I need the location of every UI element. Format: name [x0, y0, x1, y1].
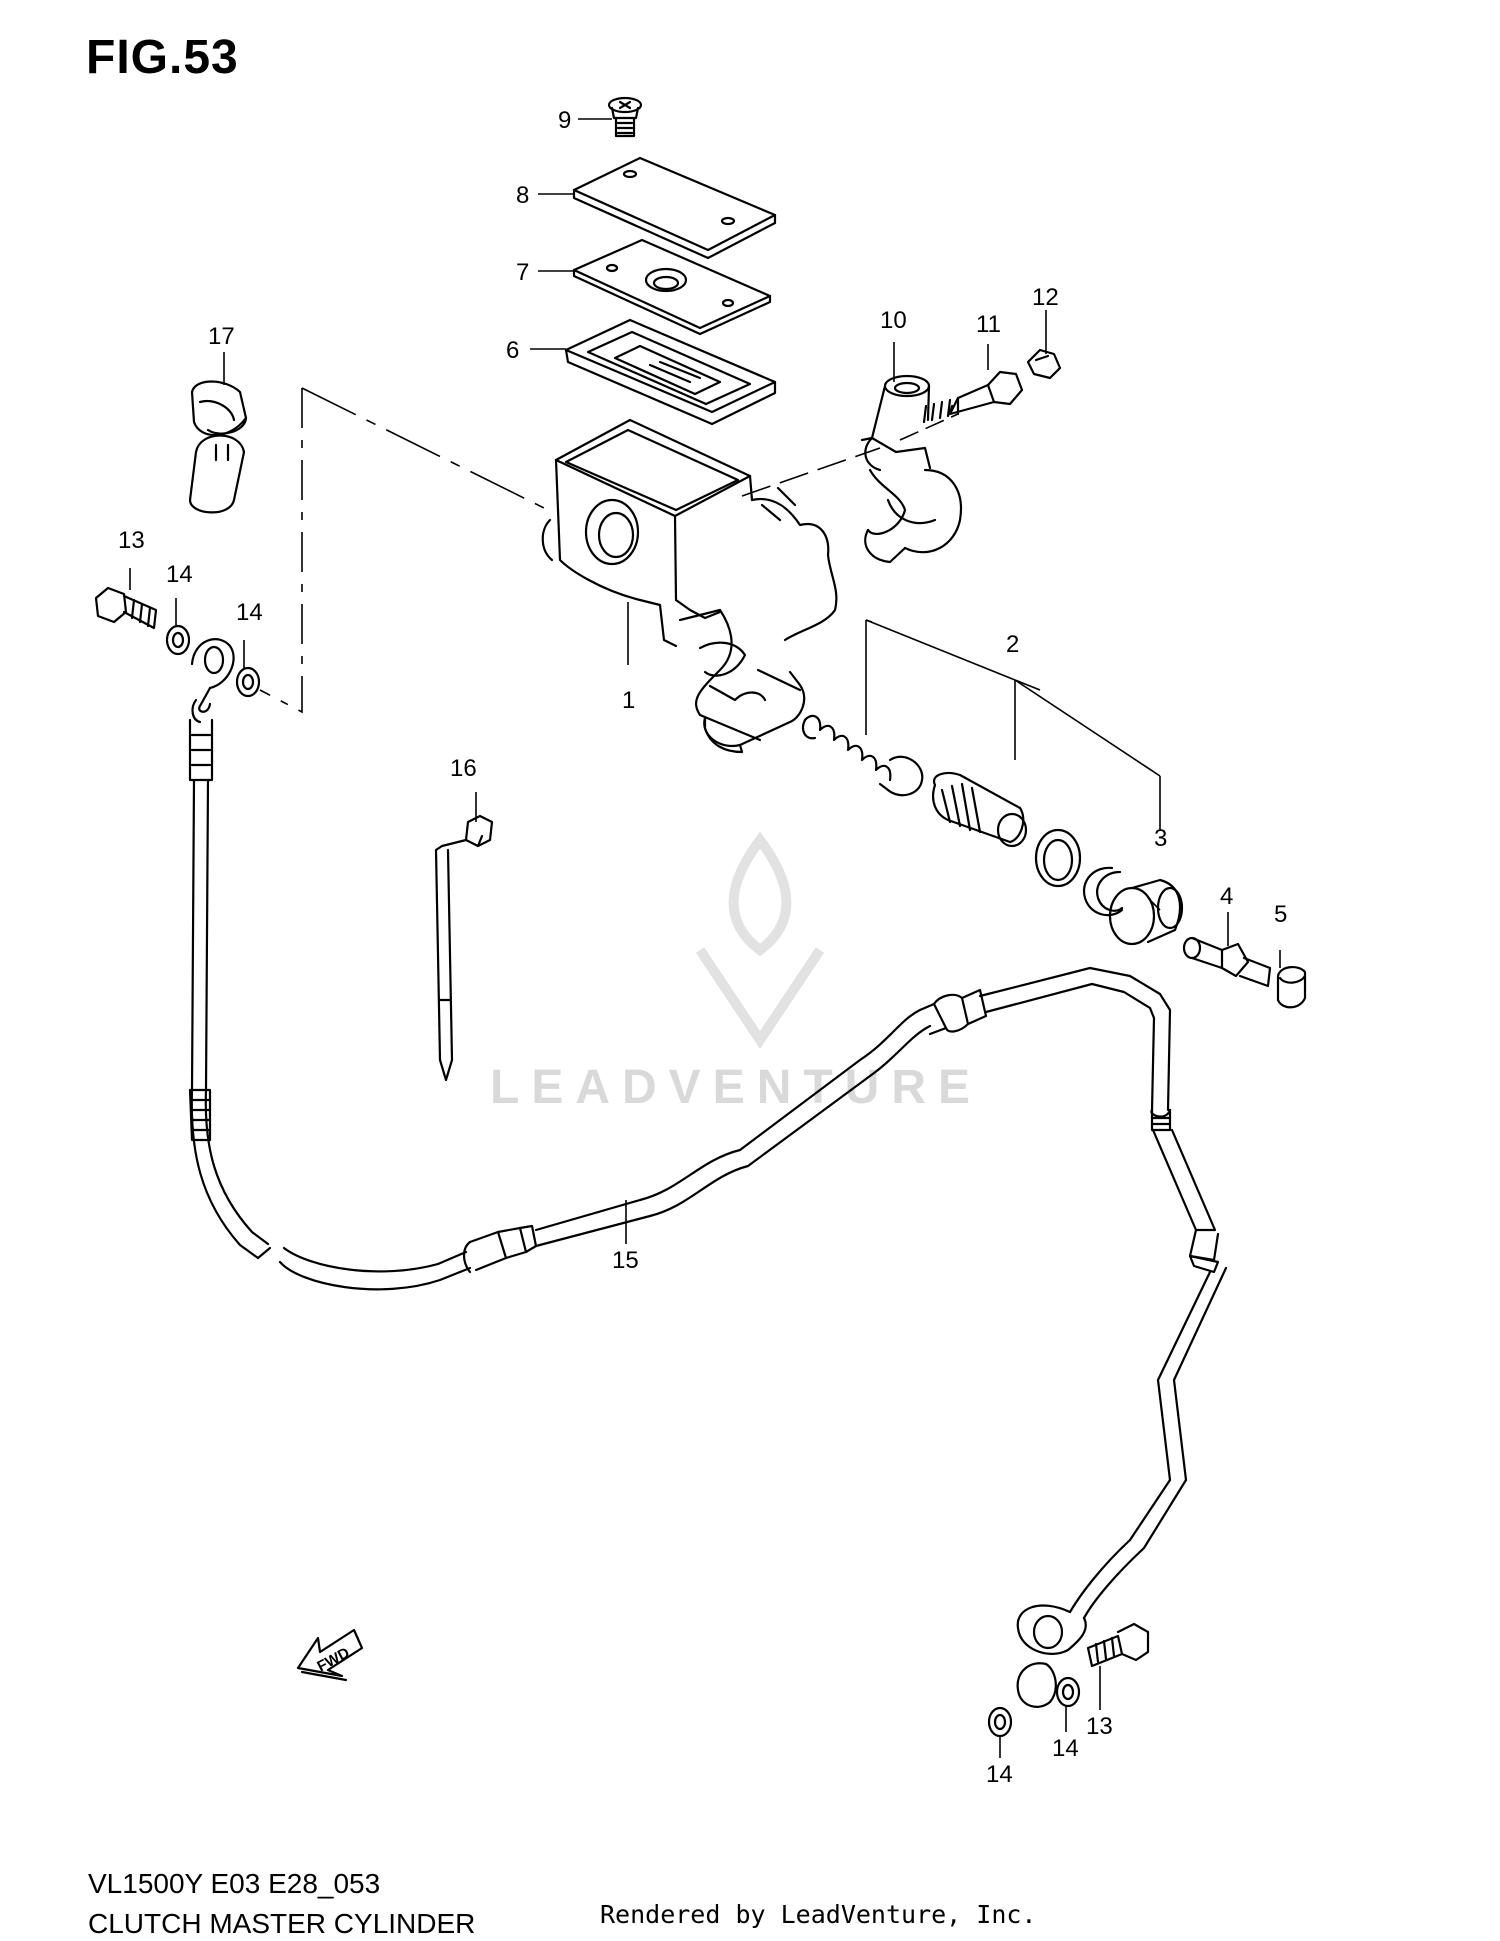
part-clutch-hose [278, 966, 1228, 1655]
callout-5: 5 [1274, 901, 1287, 928]
rendered-by: Rendered by LeadVenture, Inc. [600, 1900, 1037, 1929]
part-clamp-holder [860, 374, 963, 564]
callouts: 9 8 7 6 1 10 11 12 17 13 14 14 2 3 4 5 1… [118, 107, 1287, 1788]
figure-name: CLUTCH MASTER CYLINDER [88, 1908, 476, 1939]
callout-3: 3 [1154, 825, 1167, 852]
callout-14-left-1: 14 [166, 561, 193, 588]
part-push-rod [1182, 936, 1272, 988]
part-washer-left-1 [165, 624, 191, 656]
callout-13-right: 13 [1086, 1713, 1113, 1740]
part-hose-clamp [434, 814, 494, 1082]
callout-16: 16 [450, 755, 477, 782]
callout-12: 12 [1032, 284, 1059, 311]
part-banjo-bolt-right [1086, 1622, 1150, 1668]
part-spring [801, 714, 892, 782]
figure-title: FIG.53 [86, 31, 239, 84]
part-hose-left [188, 778, 272, 1260]
model-code: VL1500Y E03 E28_053 [88, 1868, 381, 1899]
watermark-text: LEADVENTURE [490, 1061, 983, 1114]
part-clamp-bolt [922, 370, 1024, 424]
callout-15: 15 [612, 1247, 639, 1274]
part-washer-right-1 [987, 1706, 1013, 1738]
callout-6: 6 [506, 337, 519, 364]
part-dust-seal [1034, 828, 1082, 888]
callout-8: 8 [516, 182, 529, 209]
part-cap [1026, 348, 1062, 380]
part-hose-fitting [188, 638, 235, 782]
callout-14-left-2: 14 [236, 599, 263, 626]
callout-11: 11 [976, 311, 1001, 338]
callout-17: 17 [208, 323, 235, 350]
callout-9: 9 [558, 107, 571, 134]
part-piston [931, 771, 1028, 848]
callout-1: 1 [622, 687, 635, 714]
part-washer-left-2 [235, 666, 261, 698]
callout-14-right-2: 14 [1052, 1735, 1079, 1762]
callout-14-right-1: 14 [986, 1761, 1013, 1788]
part-fitting-right [1016, 1662, 1057, 1708]
part-diaphragm-plate [572, 238, 772, 336]
callout-10: 10 [880, 307, 907, 334]
part-screw [607, 96, 643, 138]
watermark-logo [695, 831, 825, 1050]
part-washer-right-2 [1055, 1676, 1081, 1708]
callout-4: 4 [1220, 883, 1233, 910]
part-master-cylinder [541, 418, 838, 754]
fwd-arrow-icon [296, 1628, 364, 1682]
part-banjo-bolt-left [94, 586, 158, 630]
part-circlip [1082, 866, 1124, 917]
callout-7: 7 [516, 259, 529, 286]
callout-2: 2 [1006, 631, 1019, 658]
part-piston-seal [878, 755, 924, 797]
leader-lines [129, 118, 1281, 1758]
callout-13-left: 13 [118, 527, 145, 554]
part-rubber-boot [188, 380, 248, 514]
part-diaphragm [564, 318, 777, 426]
part-end-cap [1276, 966, 1307, 1009]
part-reservoir-cap [572, 156, 777, 260]
